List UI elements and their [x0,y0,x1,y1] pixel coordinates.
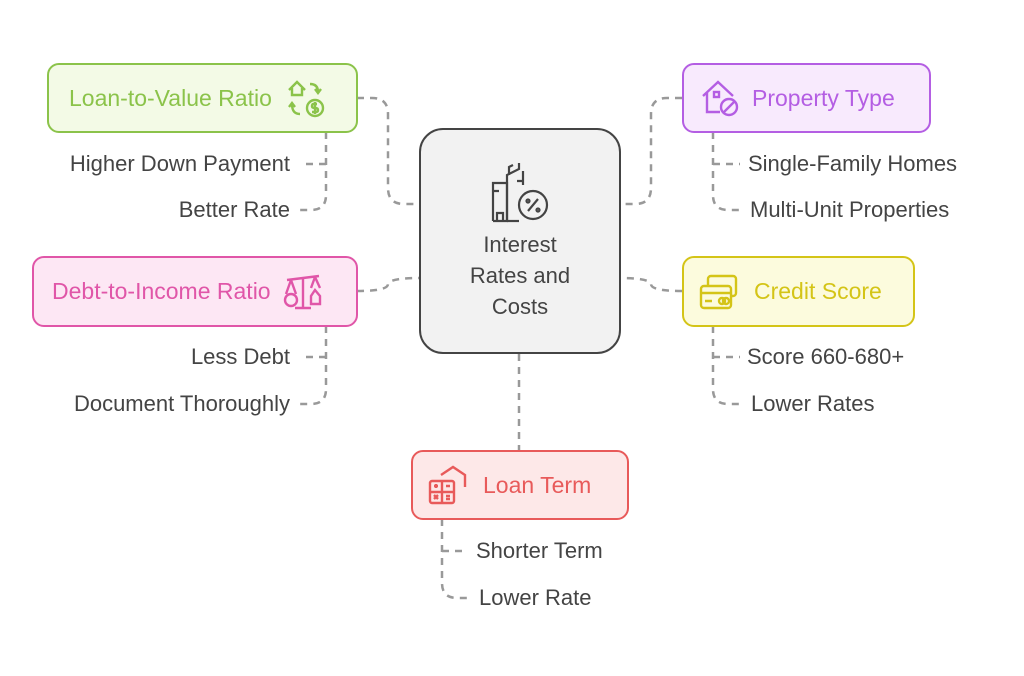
house-blocked-icon [702,80,739,117]
building-percent-icon [491,162,549,222]
connector-term-items [440,519,468,600]
node-label: Loan Term [483,471,592,498]
item-document-thoroughly: Document Thoroughly [73,391,290,416]
connector-property [620,96,682,206]
item-shorter-term: Shorter Term [476,538,603,563]
item-multi-unit-properties: Multi-Unit Properties [750,197,950,222]
connector-property-items [711,132,740,212]
node-loan-to-value[interactable]: Loan-to-Value Ratio [47,63,358,133]
node-debt-to-income[interactable]: Debt-to-Income Ratio [32,256,358,327]
item-better-rate: Better Rate [178,197,290,222]
connector-credit-items [711,326,740,406]
node-label: Credit Score [754,278,882,304]
connector-credit [619,276,683,293]
connector-ltv-items [300,132,328,212]
connector-ltv [357,96,419,206]
node-credit-score[interactable]: Credit Score [682,256,915,327]
house-exchange-dollar-icon [287,80,325,118]
item-lower-rate: Lower Rate [479,585,592,610]
credit-cards-icon [699,274,738,309]
calculator-house-icon [428,465,467,505]
item-score-660-680: Score 660-680+ [747,344,905,369]
central-topic-title: Interest Rates and Costs [469,231,571,319]
item-lower-rates: Lower Rates [751,391,875,416]
item-higher-down-payment: Higher Down Payment [69,151,290,176]
item-single-family-homes: Single-Family Homes [748,151,958,176]
item-less-debt: Less Debt [190,344,290,369]
connector-dti [356,276,420,293]
central-topic[interactable]: Interest Rates and Costs [419,128,621,354]
balance-scale-icon [283,274,321,309]
node-label: Loan-to-Value Ratio [69,84,272,111]
node-label: Property Type [752,84,895,111]
node-loan-term[interactable]: Loan Term [411,450,629,520]
node-property-type[interactable]: Property Type [682,63,931,133]
connector-dti-items [300,326,328,406]
node-label: Debt-to-Income Ratio [52,278,271,304]
